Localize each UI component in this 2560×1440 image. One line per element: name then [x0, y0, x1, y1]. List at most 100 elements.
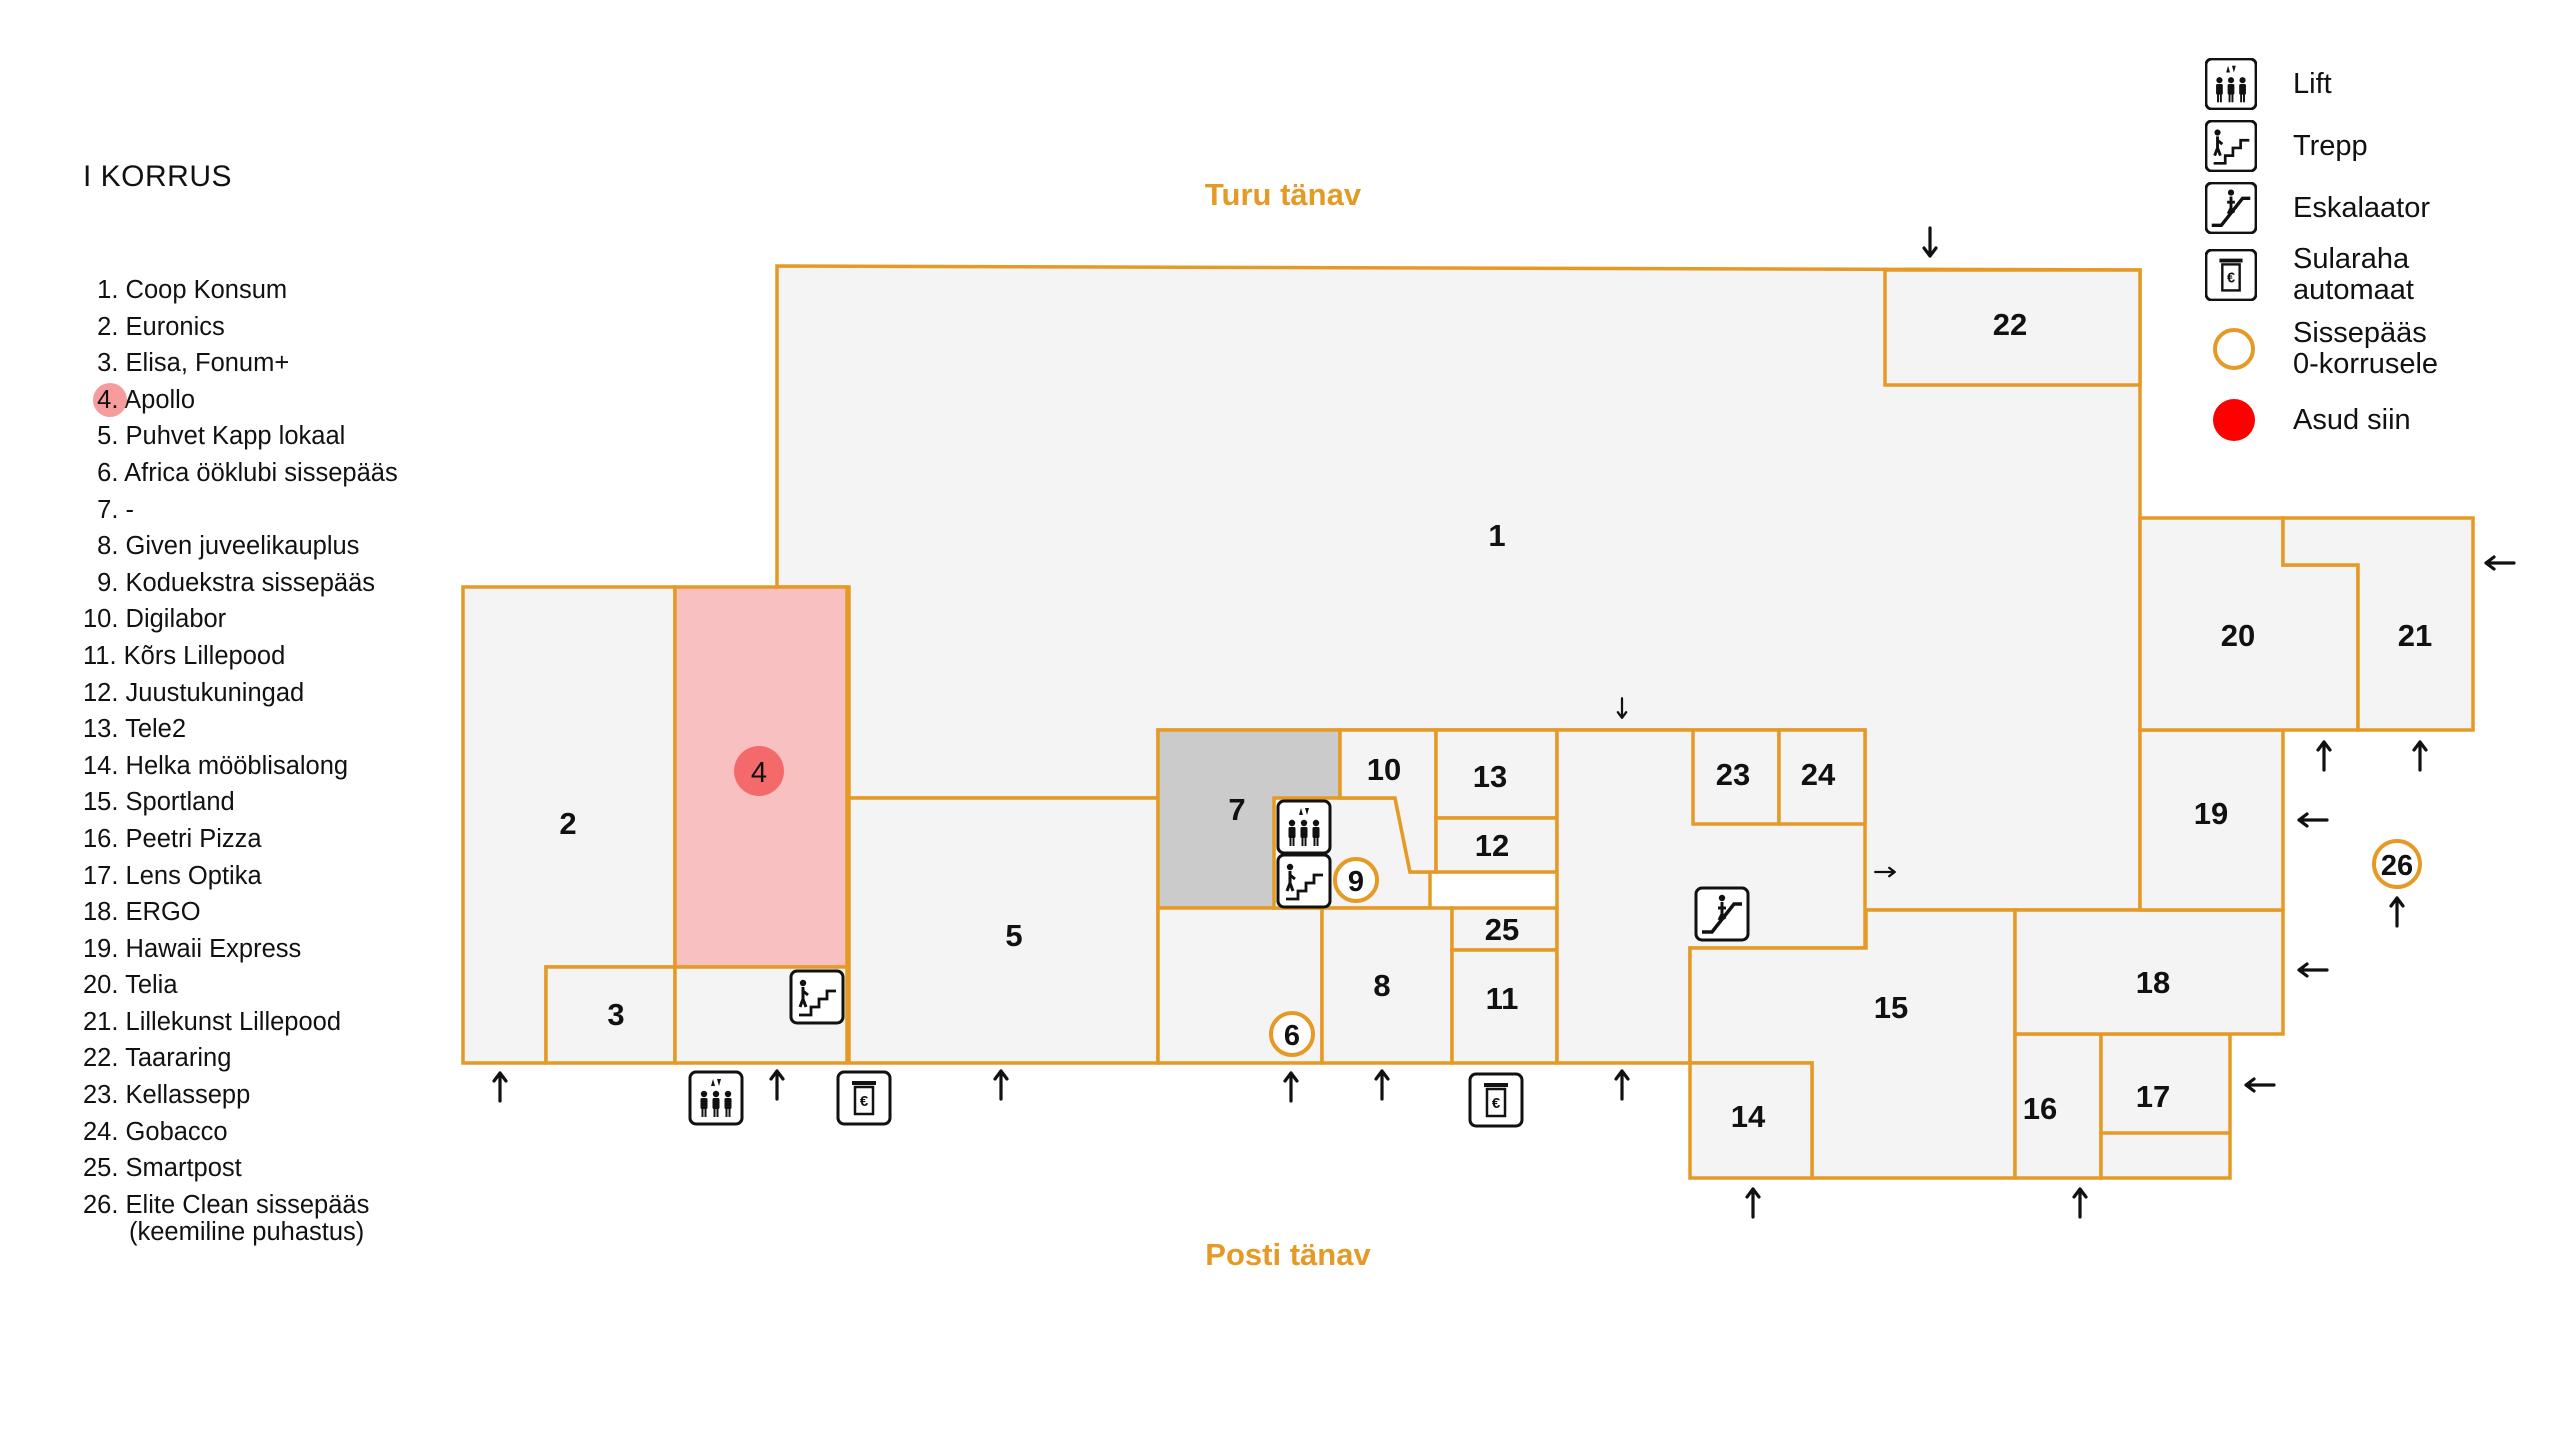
- unit-18[interactable]: [2013, 908, 2285, 1036]
- store-list-item[interactable]: 8. Given juveelikauplus: [83, 528, 398, 565]
- store-list-item[interactable]: 7. -: [83, 492, 398, 529]
- entrance-arrow-icon[interactable]: [993, 1069, 1009, 1101]
- unit-label-9: 9: [1348, 866, 1364, 898]
- unit-label-18: 18: [2136, 965, 2170, 1000]
- store-name-detail: (keemiline puhastus): [129, 1218, 365, 1247]
- store-number: 23.: [83, 1081, 119, 1110]
- store-list-item[interactable]: 19. Hawaii Express: [83, 931, 398, 968]
- store-number: 2.: [97, 312, 119, 341]
- unit-22[interactable]: [1883, 268, 2142, 387]
- store-list-item[interactable]: 9. Koduekstra sissepääs: [83, 565, 398, 602]
- street-label-bottom: Posti tänav: [1205, 1237, 1371, 1272]
- unit-13[interactable]: [1434, 728, 1559, 820]
- unit-14[interactable]: [1688, 1061, 1814, 1180]
- entrance-arrow-icon[interactable]: [1614, 1069, 1630, 1101]
- store-list-item[interactable]: 11. Kõrs Lillepood: [83, 638, 398, 675]
- unit-label-23: 23: [1716, 757, 1750, 792]
- unit-3[interactable]: [544, 965, 677, 1065]
- store-number: 13.: [83, 715, 119, 744]
- store-list-item[interactable]: 18. ERGO: [83, 894, 398, 931]
- entrance-arrow-icon[interactable]: [2244, 1077, 2276, 1093]
- entrance-arrow-icon[interactable]: [2484, 555, 2516, 571]
- legend-label-you-are-here: Asud siin: [2293, 403, 2411, 436]
- entrance-arrow-icon[interactable]: [2316, 740, 2332, 772]
- unit-label-8: 8: [1373, 968, 1390, 1003]
- atm-icon[interactable]: [1468, 1072, 1524, 1128]
- store-name: Kellassepp: [125, 1081, 251, 1110]
- store-list-item[interactable]: 2. Euronics: [83, 309, 398, 346]
- store-list-item[interactable]: 15. Sportland: [83, 784, 398, 821]
- store-name: Digilabor: [125, 605, 227, 634]
- store-directory: 1. Coop Konsum 2. Euronics 3. Elisa, Fon…: [83, 272, 398, 1245]
- store-list-item[interactable]: 17. Lens Optika: [83, 858, 398, 895]
- entrance-arrow-icon[interactable]: [769, 1069, 785, 1101]
- store-number: 22.: [83, 1044, 119, 1073]
- store-list-item[interactable]: 24. Gobacco: [83, 1114, 398, 1151]
- store-list-item[interactable]: 21. Lillekunst Lillepood: [83, 1004, 398, 1041]
- entrance-0-marker-26[interactable]: [2372, 839, 2422, 889]
- store-number: 19.: [83, 934, 119, 963]
- store-name: Telia: [125, 971, 178, 1000]
- entrance-arrow-icon[interactable]: [1374, 1069, 1390, 1101]
- unit-19[interactable]: [2138, 728, 2285, 912]
- store-list-item[interactable]: 5. Puhvet Kapp lokaal: [83, 418, 398, 455]
- atm-icon[interactable]: [836, 1070, 892, 1126]
- entrance-arrow-icon[interactable]: [2297, 962, 2329, 978]
- unit-label-5: 5: [1005, 918, 1022, 953]
- unit-24[interactable]: [1777, 728, 1867, 826]
- entrance-arrow-icon[interactable]: [1283, 1071, 1299, 1103]
- store-number: 24.: [83, 1117, 119, 1146]
- store-list-item[interactable]: 16. Peetri Pizza: [83, 821, 398, 858]
- store-list-item[interactable]: 3. Elisa, Fonum+: [83, 345, 398, 382]
- store-number: 7.: [97, 495, 119, 524]
- unit-label-11: 11: [1486, 981, 1519, 1016]
- escalator-icon[interactable]: [1694, 886, 1750, 942]
- entrance-arrow-icon[interactable]: [2297, 812, 2329, 828]
- unit-16[interactable]: [2013, 1032, 2103, 1180]
- unit-5[interactable]: [847, 796, 1160, 1065]
- unit-label-17: 17: [2136, 1079, 2170, 1114]
- unit-21[interactable]: [2281, 516, 2475, 732]
- entrance-arrow-icon[interactable]: [1745, 1187, 1761, 1219]
- store-list-item[interactable]: 13. Tele2: [83, 711, 398, 748]
- store-list-item[interactable]: 1. Coop Konsum: [83, 272, 398, 309]
- lift-icon[interactable]: [1276, 799, 1332, 855]
- entrance-arrow-icon[interactable]: [2412, 740, 2428, 772]
- legend-label-atm: Sularaha automaat: [2293, 243, 2414, 306]
- store-number: 15.: [83, 788, 119, 817]
- entrance-0-marker-6[interactable]: [1269, 1011, 1315, 1057]
- store-list-item[interactable]: 20. Telia: [83, 967, 398, 1004]
- entrance-arrow-icon[interactable]: [2389, 896, 2405, 928]
- you-are-here-marker: [734, 746, 784, 796]
- unit-8[interactable]: [1320, 906, 1454, 1065]
- store-number: 1.: [97, 276, 119, 304]
- legend-item-entrance-0: Sissepääs 0-korrusele: [2205, 318, 2438, 380]
- unit-label-24: 24: [1801, 757, 1836, 792]
- legend-label-entrance-0: Sissepääs 0-korrusele: [2293, 317, 2439, 380]
- entrance-arrow-icon[interactable]: [492, 1071, 508, 1103]
- store-name: Sportland: [125, 788, 235, 817]
- store-list-item[interactable]: 14. Helka mööblisalong: [83, 748, 398, 785]
- stairs-icon[interactable]: [789, 969, 845, 1025]
- unit-25[interactable]: [1450, 906, 1559, 952]
- store-list-item[interactable]: 25. Smartpost: [83, 1150, 398, 1187]
- legend-item-atm: Sularaha automaat: [2205, 244, 2414, 306]
- entrance-arrow-icon[interactable]: [1922, 226, 1938, 258]
- store-number: 16.: [83, 824, 119, 853]
- entrance-arrow-icon[interactable]: [2072, 1187, 2088, 1219]
- store-name: Lens Optika: [125, 861, 262, 890]
- store-list-item[interactable]: 10. Digilabor: [83, 601, 398, 638]
- store-list-item[interactable]: 6. Africa ööklubi sissepääs: [83, 455, 398, 492]
- stairs-icon[interactable]: [1276, 853, 1332, 909]
- unit-label-4: 4: [751, 757, 767, 789]
- store-number: 20.: [83, 971, 119, 1000]
- store-list-item[interactable]: 23. Kellassepp: [83, 1077, 398, 1114]
- store-list-item[interactable]: 26. Elite Clean sissepääs(keemiline puha…: [83, 1187, 398, 1246]
- store-name: Helka mööblisalong: [125, 751, 349, 780]
- store-list-item[interactable]: 12. Juustukuningad: [83, 675, 398, 712]
- entrance-0-marker-9[interactable]: [1333, 857, 1379, 903]
- store-list-item[interactable]: 4. Apollo: [83, 382, 398, 419]
- lift-icon[interactable]: [688, 1070, 744, 1126]
- store-list-item[interactable]: 22. Taararing: [83, 1040, 398, 1077]
